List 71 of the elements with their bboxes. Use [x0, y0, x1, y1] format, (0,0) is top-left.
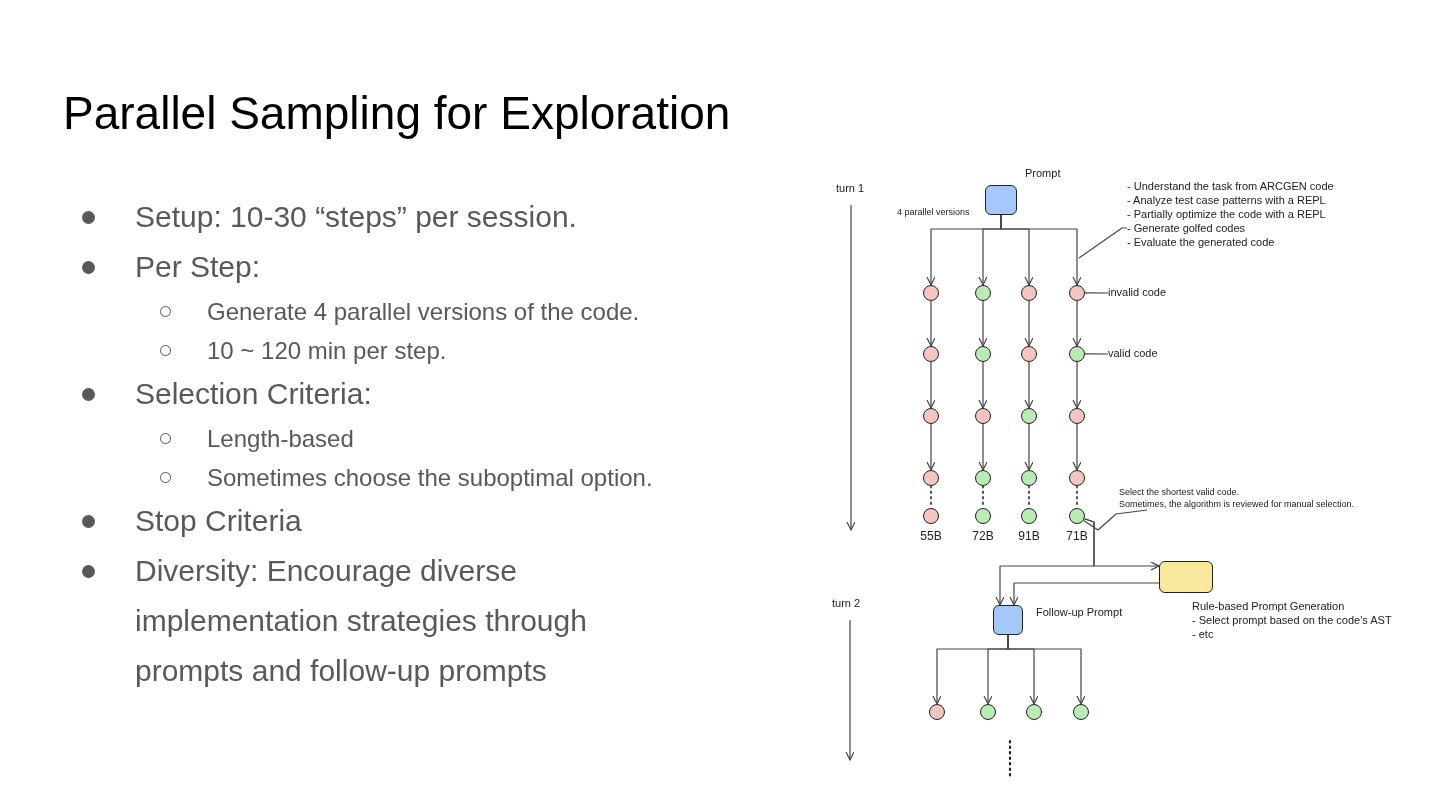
annotation-text: Sometimes, the algorithm is reviewed for manual selection.	[1119, 499, 1355, 510]
arrow	[1000, 214, 1082, 286]
annotation-text: invalid code	[1108, 286, 1167, 300]
annotation-text: - Partially optimize the code with a REPL	[1127, 208, 1326, 222]
arrow	[978, 300, 988, 347]
status-circle	[975, 285, 991, 301]
annotation-text: - Understand the task from ARCGEN code	[1127, 180, 1334, 194]
arrow	[926, 361, 936, 409]
size-label: 71B	[1065, 529, 1089, 544]
status-circle	[980, 704, 996, 720]
size-label: 55B	[919, 529, 943, 544]
node-label: Follow-up Prompt	[1036, 606, 1123, 620]
arrow	[1024, 300, 1034, 347]
bullet-text: Diversity: Encourage diverse implementation strategies through prompts and follow-up prompts	[135, 553, 588, 689]
annotation-text: valid code	[1108, 347, 1158, 361]
status-circle	[1069, 346, 1085, 362]
status-circle	[929, 704, 945, 720]
node-label: - Select prompt based on the code's AST	[1192, 614, 1392, 628]
arrow	[1024, 361, 1034, 409]
status-circle	[1069, 408, 1085, 424]
size-label: 72B	[971, 529, 995, 544]
status-circle	[1026, 704, 1042, 720]
status-circle	[923, 346, 939, 362]
arrow	[1072, 361, 1082, 409]
arrow	[1072, 423, 1082, 471]
bullet-text: 10 ~ 120 min per step.	[207, 335, 448, 366]
status-circle	[975, 408, 991, 424]
turn-label: turn 2	[832, 597, 861, 609]
status-circle	[923, 470, 939, 486]
bullet-text: Setup: 10-30 “steps” per session.	[135, 199, 578, 235]
status-circle	[923, 408, 939, 424]
arrow	[926, 423, 936, 471]
arrow	[1083, 518, 1160, 571]
leader-line	[1078, 227, 1128, 259]
status-circle	[923, 285, 939, 301]
status-circle	[1021, 408, 1037, 424]
status-circle	[1021, 346, 1037, 362]
bullet-text: Sometimes choose the suboptimal option.	[207, 462, 654, 493]
status-circle	[975, 346, 991, 362]
status-circle	[1021, 470, 1037, 486]
bullet-text: Generate 4 parallel versions of the code.	[207, 296, 641, 327]
arrow	[1009, 582, 1160, 606]
leader-line	[1084, 353, 1109, 355]
annotation-text: - Evaluate the generated code	[1127, 236, 1275, 250]
arrow	[978, 423, 988, 471]
annotation-text: - Generate golfed codes	[1127, 222, 1246, 236]
node-label: Prompt	[1025, 167, 1061, 181]
slide-title: Parallel Sampling for Exploration	[63, 86, 731, 140]
bullet-text: Length-based	[207, 423, 355, 454]
annotation-text: - Analyze test case patterns with a REPL	[1127, 194, 1326, 208]
status-circle	[1021, 285, 1037, 301]
status-circle	[1069, 285, 1085, 301]
status-circle	[1073, 704, 1089, 720]
bullet-text: Stop Criteria	[135, 503, 303, 539]
node-label: Rule-based Prompt Generation	[1192, 600, 1345, 614]
bullet-text: Per Step:	[135, 249, 262, 285]
leader-line	[1083, 509, 1148, 531]
arrow	[926, 300, 936, 347]
turn-label: turn 1	[836, 182, 865, 194]
status-circle	[1069, 470, 1085, 486]
arrow	[978, 361, 988, 409]
bullet-text: Selection Criteria:	[135, 376, 373, 412]
annotation-text: Select the shortest valid code.	[1119, 487, 1240, 498]
arrow	[1072, 300, 1082, 347]
size-label: 91B	[1017, 529, 1041, 544]
arrow	[1007, 634, 1086, 705]
arrow	[1024, 423, 1034, 471]
node-label: - etc	[1192, 628, 1214, 642]
leader-line	[1084, 292, 1109, 294]
status-circle	[975, 470, 991, 486]
annotation-text: 4 parallel versions	[897, 207, 970, 217]
